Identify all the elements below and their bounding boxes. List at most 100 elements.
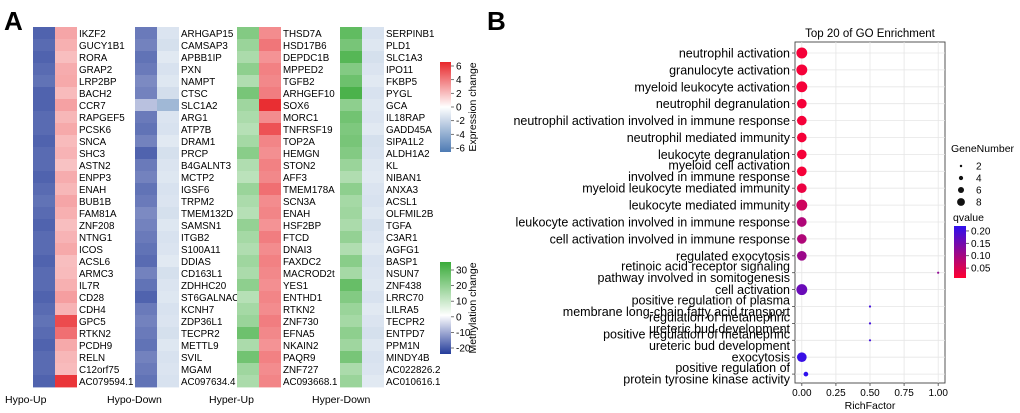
gene-label: BUB1B: [79, 197, 112, 208]
expression-cell: [55, 183, 77, 196]
go-term-dot: [796, 234, 807, 244]
expression-cell: [259, 315, 281, 328]
x-tick-label: 0.50: [860, 388, 880, 399]
methylation-cell: [340, 243, 362, 256]
go-term-label: regulated exocytosis: [676, 249, 790, 263]
go-term-label: leukocyte activation involved in immune …: [516, 216, 790, 230]
gene-label: ATP7B: [181, 125, 212, 136]
expression-cell: [55, 51, 77, 64]
gene-label: TECPR2: [386, 317, 425, 328]
go-term-label: exocytosis: [732, 351, 790, 365]
go-term-dot: [796, 166, 807, 177]
methylation-cell: [340, 315, 362, 328]
gene-label: ZNF438: [386, 281, 422, 292]
methylation-cell: [33, 279, 55, 292]
gene-label: CTSC: [181, 89, 208, 100]
go-term-label: myeloid leukocyte activation: [634, 80, 790, 94]
expression-cell: [55, 39, 77, 52]
methylation-legend-title: Methylation change: [467, 262, 479, 353]
methylation-cell: [340, 27, 362, 40]
methylation-cell: [33, 171, 55, 184]
methylation-cell: [135, 207, 157, 220]
gene-label: IPO11: [386, 65, 413, 76]
size-legend-label: 6: [976, 186, 982, 197]
expression-cell: [362, 291, 384, 304]
methylation-cell: [135, 75, 157, 88]
gene-label: SOX6: [283, 101, 310, 112]
methylation-cell: [237, 267, 259, 280]
methylation-cell: [340, 363, 362, 376]
gene-label: YES1: [283, 281, 308, 292]
methylation-cell: [33, 303, 55, 316]
methylation-cell: [237, 27, 259, 40]
methylation-cell: [237, 123, 259, 136]
methylation-cell: [237, 255, 259, 268]
methylation-cell: [135, 123, 157, 136]
expression-cell: [362, 39, 384, 52]
gene-label: PRCP: [181, 149, 209, 160]
methylation-cell: [340, 111, 362, 124]
expression-cell: [259, 99, 281, 112]
methylation-cell: [33, 339, 55, 352]
methylation-cell: [340, 231, 362, 244]
size-legend-dot: [958, 175, 964, 181]
methylation-cell: [33, 75, 55, 88]
methylation-cell: [33, 135, 55, 148]
expression-cell: [362, 339, 384, 352]
go-term-label: neutrophil degranulation: [656, 97, 790, 111]
size-legend-label: 8: [976, 198, 982, 209]
gene-label: PCDH9: [79, 341, 112, 352]
expression-cell: [55, 75, 77, 88]
qvalue-tick-label: 0.15: [971, 239, 991, 250]
gene-label: S100A11: [181, 245, 221, 256]
methylation-colorbar: [440, 262, 451, 354]
go-term-label: positive regulation of: [675, 361, 790, 375]
expression-cell: [157, 159, 179, 172]
methylation-cell: [33, 39, 55, 52]
expression-cell: [259, 207, 281, 220]
expression-cell: [157, 123, 179, 136]
go-term-label: myeloid leukocyte mediated immunity: [582, 182, 790, 196]
x-tick-label: 1.00: [928, 388, 948, 399]
gene-label: IGSF6: [181, 185, 210, 196]
gene-label: ACSL1: [386, 197, 417, 208]
gene-label: TGFB2: [283, 77, 315, 88]
gene-label: TOP2A: [283, 137, 315, 148]
expression-cell: [259, 111, 281, 124]
go-term-label: leukocyte degranulation: [658, 148, 790, 162]
go-term-dot: [796, 132, 807, 143]
methylation-cell: [135, 375, 157, 388]
methylation-cell: [135, 267, 157, 280]
expression-cell: [362, 75, 384, 88]
methylation-cell: [135, 315, 157, 328]
expression-cell: [157, 111, 179, 124]
gene-label: ACSL6: [79, 257, 111, 268]
methylation-cell: [340, 303, 362, 316]
gene-label: NAMPT: [181, 77, 215, 88]
gene-label: KCNH7: [181, 305, 214, 316]
methylation-cell: [340, 135, 362, 148]
expression-cell: [157, 87, 179, 100]
expression-cell: [157, 27, 179, 40]
go-term-label: cell activation involved in immune respo…: [550, 232, 790, 246]
expression-cell: [259, 27, 281, 40]
gene-label: SIPA1L2: [386, 137, 424, 148]
gene-label: IL18RAP: [386, 113, 426, 124]
methylation-cell: [340, 87, 362, 100]
expression-cell: [157, 255, 179, 268]
gene-label: AC093668.1: [283, 377, 337, 388]
expression-cell: [259, 375, 281, 388]
gene-label: ENAH: [79, 185, 106, 196]
expression-cell: [259, 195, 281, 208]
expression-cell: [259, 255, 281, 268]
methylation-cell: [237, 243, 259, 256]
gene-label: FTCD: [283, 233, 309, 244]
expression-cell: [55, 135, 77, 148]
expression-legend-title: Expression change: [467, 62, 479, 151]
gene-label: MORC1: [283, 113, 318, 124]
gene-label: SCN3A: [283, 197, 316, 208]
methylation-cell: [135, 351, 157, 364]
gene-label: PCSK6: [79, 125, 112, 136]
methylation-cell: [340, 63, 362, 76]
methylation-cell: [237, 291, 259, 304]
